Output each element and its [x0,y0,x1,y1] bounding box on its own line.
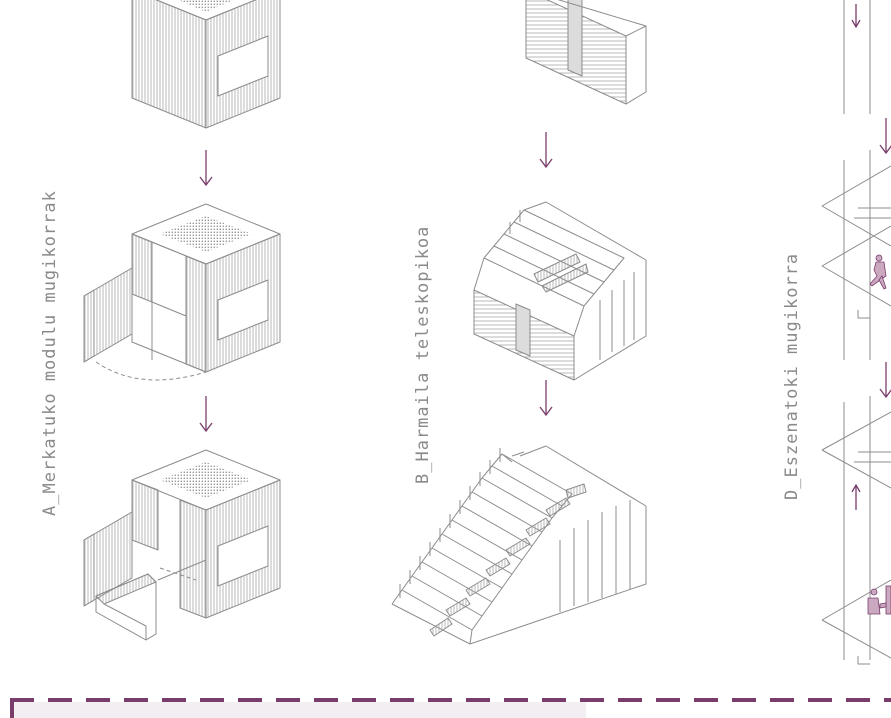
arrow-up-icon [852,485,860,510]
arrow-down-icon [540,132,552,167]
cube-opening [84,204,280,380]
arrow-down-icon [880,362,891,397]
stage-top-lift [844,0,870,114]
bleacher-closed [526,0,646,104]
stage-raised [822,396,891,664]
person-figure-icon [868,586,891,614]
section-d-label: D_Eszenatoki mugikorra [782,253,802,500]
cube-open [84,450,280,640]
section-a-label: A_Merkatuko modulu mugikorrak [40,190,60,516]
arrow-down-icon [540,380,552,415]
cube-closed [132,0,280,128]
bleacher-half [474,202,646,380]
arrow-down-icon [880,118,891,153]
stage-lowered [822,150,891,360]
arrow-down-icon [200,396,212,431]
arrow-down-icon [200,150,212,185]
section-b-label: B_Harmaila teleskopikoa [413,226,433,484]
arrow-down-icon [852,4,860,27]
person-figure-icon [870,255,886,289]
bottom-dashed-border [10,700,891,718]
